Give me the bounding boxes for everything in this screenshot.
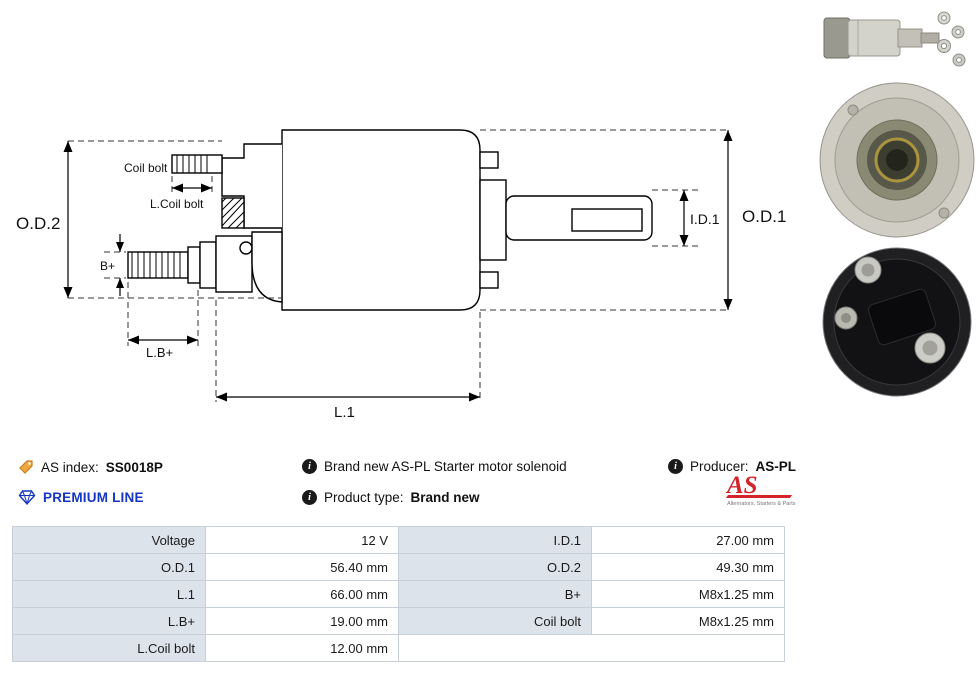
spec-value: 12 V — [205, 526, 399, 554]
spec-label: Coil bolt — [398, 607, 592, 635]
info-icon: i — [302, 490, 317, 505]
producer-value: AS-PL — [755, 459, 797, 474]
product-photo-side[interactable] — [818, 4, 976, 74]
technical-drawing: O.D.2 O.D.1 I.D.1 L.1 L.B+ B+ Coil bolt … — [16, 4, 976, 421]
producer-label: Producer: — [690, 459, 749, 474]
spec-label: Voltage — [12, 526, 206, 554]
as-logo-subtext: Alternators, Starters & Parts — [727, 501, 796, 507]
l-coil-bolt-label: L.Coil bolt — [150, 197, 204, 211]
spec-label: O.D.2 — [398, 553, 592, 581]
coil-bolt-label: Coil bolt — [124, 161, 168, 175]
as-logo-text: AS — [727, 472, 758, 499]
spec-value: 27.00 mm — [591, 526, 785, 554]
b-plus-label: B+ — [100, 259, 115, 273]
spec-label: B+ — [398, 580, 592, 608]
info-icon: i — [302, 459, 317, 474]
as-logo-swoosh — [725, 495, 793, 498]
product-description: Brand new AS-PL Starter motor solenoid — [324, 459, 567, 474]
as-pl-logo: AS Alternators, Starters & Parts — [725, 472, 796, 507]
premium-line-row: PREMIUM LINE — [18, 490, 144, 505]
table-row: L.1 66.00 mm B+ M8x1.25 mm — [12, 580, 785, 608]
spec-table: Voltage 12 V I.D.1 27.00 mm O.D.1 56.40 … — [12, 526, 785, 662]
info-icon: i — [668, 459, 683, 474]
thread-hatch — [131, 155, 245, 278]
lb-dimension-label: L.B+ — [146, 345, 173, 360]
table-row: Voltage 12 V I.D.1 27.00 mm — [12, 526, 785, 554]
spec-label: L.Coil bolt — [12, 634, 206, 662]
producer-row: i Producer: AS-PL — [668, 459, 796, 474]
diamond-icon — [18, 490, 36, 505]
spec-value: 12.00 mm — [205, 634, 399, 662]
table-row: L.B+ 19.00 mm Coil bolt M8x1.25 mm — [12, 607, 785, 635]
spec-value: 56.40 mm — [205, 553, 399, 581]
spec-empty-cell — [398, 634, 785, 662]
spec-value: 49.30 mm — [591, 553, 785, 581]
product-type-value: Brand new — [410, 490, 480, 505]
dimension-arrowheads — [63, 130, 733, 402]
description-row: i Brand new AS-PL Starter motor solenoid — [302, 459, 567, 474]
id1-dimension-label: I.D.1 — [690, 211, 720, 227]
spec-value: 66.00 mm — [205, 580, 399, 608]
product-photo-front[interactable] — [819, 82, 975, 238]
od1-dimension-label: O.D.1 — [742, 207, 786, 226]
od2-dimension-label: O.D.2 — [16, 214, 60, 233]
as-index-value: SS0018P — [105, 459, 163, 475]
table-row: O.D.1 56.40 mm O.D.2 49.30 mm — [12, 553, 785, 581]
as-index-row: AS index: SS0018P — [18, 459, 163, 475]
tag-icon — [19, 460, 33, 474]
product-type-row: i Product type: Brand new — [302, 490, 480, 505]
as-index-label: AS index: — [41, 459, 99, 475]
spec-value: 19.00 mm — [205, 607, 399, 635]
spec-label: L.B+ — [12, 607, 206, 635]
spec-label: I.D.1 — [398, 526, 592, 554]
spec-label: O.D.1 — [12, 553, 206, 581]
spec-value: M8x1.25 mm — [591, 607, 785, 635]
product-photo-back[interactable] — [822, 247, 972, 397]
premium-line-label: PREMIUM LINE — [43, 490, 144, 505]
table-row: L.Coil bolt 12.00 mm — [12, 634, 785, 662]
spec-value: M8x1.25 mm — [591, 580, 785, 608]
spec-label: L.1 — [12, 580, 206, 608]
l1-dimension-label: L.1 — [334, 404, 355, 421]
product-type-label: Product type: — [324, 490, 404, 505]
extension-lines — [68, 129, 728, 402]
